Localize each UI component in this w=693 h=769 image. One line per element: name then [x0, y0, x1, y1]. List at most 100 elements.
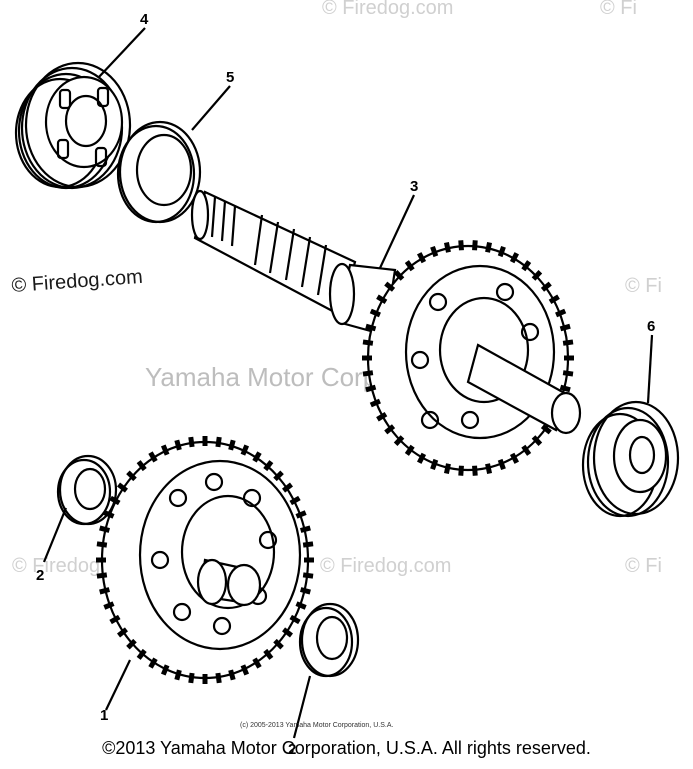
small-copyright: (c) 2005-2013 Yamaha Motor Corporation, … — [240, 722, 393, 729]
gear-tooth — [417, 452, 427, 464]
callout-6: 6 — [647, 318, 655, 335]
gear-tooth — [136, 460, 147, 472]
callout-5: 5 — [226, 69, 234, 86]
gear-tooth — [103, 601, 115, 610]
gear-tooth — [521, 444, 532, 456]
gear-tooth — [96, 541, 108, 548]
bearing-6 — [581, 400, 680, 518]
gear-tooth — [252, 657, 262, 669]
gear-tooth — [430, 245, 439, 258]
gear-tooth — [404, 444, 415, 456]
gear-tooth — [559, 384, 571, 393]
gear-tooth — [376, 294, 388, 305]
washer-2-lower — [298, 602, 360, 678]
gear-tooth — [282, 482, 293, 493]
gear-tooth — [531, 435, 543, 446]
gear-tooth — [103, 510, 115, 519]
gear-tooth — [273, 638, 284, 650]
gear-tooth — [188, 436, 195, 448]
shaft-gear-3 — [190, 189, 582, 476]
gear-tooth — [136, 648, 147, 660]
callout-1: 1 — [100, 707, 108, 724]
gear-tooth — [117, 627, 128, 638]
gear-tooth — [458, 465, 464, 476]
gear-tooth — [295, 510, 307, 519]
gear-tooth — [282, 627, 293, 638]
gear-tooth — [126, 470, 137, 482]
gear-tooth — [562, 339, 574, 346]
watermark-mid-center: © Firedog.com — [320, 555, 451, 577]
gear-tooth — [497, 245, 506, 258]
gear-tooth — [215, 436, 222, 448]
gear-tooth — [548, 294, 560, 305]
gear-tooth — [562, 370, 574, 377]
callout-2-upper: 2 — [36, 567, 44, 584]
gear-tooth — [485, 463, 493, 475]
gear-tooth — [160, 444, 170, 456]
gear-tooth — [509, 252, 519, 264]
gear-tooth — [540, 424, 552, 435]
footer-copyright: ©2013 Yamaha Motor Corporation, U.S.A. A… — [102, 738, 591, 758]
gear-tooth — [126, 638, 137, 650]
gear-tooth — [430, 458, 439, 471]
watermark-firedog: © Firedog.com — [11, 266, 144, 297]
leader-lines — [42, 27, 654, 739]
gear-tooth — [215, 672, 222, 684]
gear-tooth — [295, 601, 307, 610]
gear-tooth — [160, 664, 170, 676]
watermark-right-lower: © Fi — [625, 555, 662, 577]
gear-tooth — [289, 495, 301, 506]
gear-tooth — [273, 470, 284, 482]
gear-tooth — [109, 614, 121, 625]
gear-tooth — [384, 281, 396, 292]
gear-tooth — [404, 260, 415, 272]
gear-tooth — [228, 439, 236, 451]
gear-tooth — [174, 439, 182, 451]
gear-tooth — [365, 323, 377, 332]
gear-tooth — [472, 240, 478, 251]
gear-tooth — [509, 452, 519, 464]
gear-tooth — [263, 648, 274, 660]
gear-tooth — [117, 482, 128, 493]
watermark-top-right: © Fi — [600, 0, 637, 19]
gear-tooth — [228, 669, 236, 681]
gear-tooth — [497, 458, 506, 471]
gear-tooth — [299, 525, 311, 533]
gear-tooth — [555, 308, 567, 318]
gear-tooth — [384, 424, 396, 435]
gear-tooth — [263, 460, 274, 472]
watermark-top: © Firedog.com — [322, 0, 453, 19]
gear-tooth — [240, 444, 250, 456]
gear-tooth — [472, 465, 478, 476]
gear-1 — [96, 436, 314, 684]
gear-tooth — [299, 587, 311, 595]
gear-tooth — [302, 541, 314, 548]
gear-tooth — [443, 241, 451, 253]
gear-tooth — [521, 260, 532, 272]
gear-tooth — [369, 308, 381, 318]
gear-tooth — [174, 669, 182, 681]
gear-tooth — [458, 240, 464, 251]
callout-3: 3 — [410, 178, 418, 195]
gear-tooth — [362, 370, 374, 377]
gear-tooth — [148, 451, 158, 463]
gear-tooth — [485, 241, 493, 253]
gear-tooth — [99, 525, 111, 533]
gear-tooth — [417, 252, 427, 264]
gear-tooth — [302, 572, 314, 579]
gear-tooth — [240, 664, 250, 676]
gear-tooth — [188, 672, 195, 684]
gear-tooth — [443, 463, 451, 475]
washer-2-upper — [56, 454, 118, 526]
callout-2-lower: 2 — [288, 741, 296, 758]
oil-seal-5 — [116, 120, 202, 224]
gear-tooth — [96, 572, 108, 579]
gear-tooth — [393, 435, 405, 446]
gear-tooth — [252, 451, 262, 463]
gear-tooth — [109, 495, 121, 506]
gear-tooth — [369, 398, 381, 408]
gear-tooth — [148, 657, 158, 669]
gear-tooth — [540, 281, 552, 292]
gear-tooth — [289, 614, 301, 625]
